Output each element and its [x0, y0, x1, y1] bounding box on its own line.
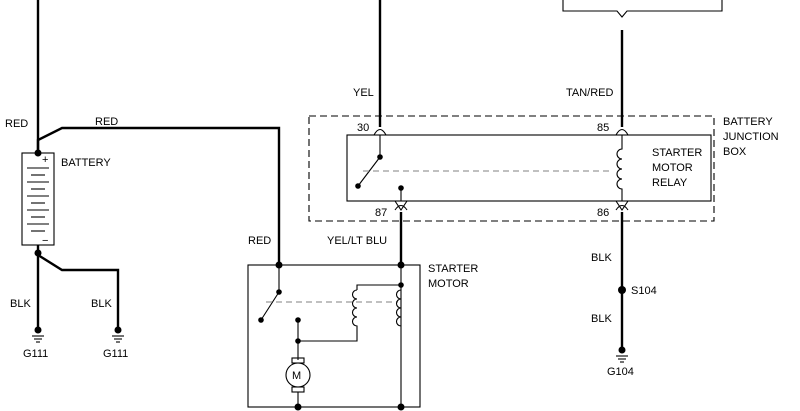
label-ground-g111-left: G111 [23, 348, 48, 360]
label-pin-30: 30 [357, 122, 369, 134]
label-splice-s104: S104 [631, 285, 657, 297]
label-wire-blk-pin86: BLK [591, 252, 612, 264]
label-wire-blk-g111-left: BLK [10, 298, 31, 310]
connector-pin87 [394, 200, 408, 211]
starter-hold-coil [298, 289, 358, 342]
starter-motor-box [247, 264, 421, 408]
ground-g104-icon [616, 346, 628, 363]
battery-label: BATTERY [61, 157, 111, 169]
relay-coil-symbol [616, 135, 623, 201]
starter-dot-bottom-right [397, 403, 405, 411]
starter-pull-coil [395, 289, 402, 327]
label-relay-line3: RELAY [652, 177, 688, 189]
wire-battery-to-starter [36, 126, 281, 265]
splice-s104-dot [618, 286, 626, 294]
starter-dot-bottom-left [294, 403, 302, 411]
label-starter-motor-line1: STARTER [428, 263, 478, 275]
wire-ground-branch [37, 253, 120, 330]
starter-wire-coils [356, 284, 401, 290]
label-pin-87: 87 [375, 207, 387, 219]
label-starter-motor-line2: MOTOR [428, 278, 469, 290]
starter-switch-blade [260, 291, 280, 321]
motor-brush-bottom [291, 386, 305, 393]
battery-plus-sign: + [42, 154, 48, 166]
label-relay-line2: MOTOR [652, 162, 693, 174]
label-wire-yel-lt-blu: YEL/LT BLU [327, 235, 387, 247]
label-wire-blk-ground: BLK [591, 313, 612, 325]
starter-contact-dot-bottom [258, 317, 264, 323]
label-relay-line1: STARTER [652, 147, 702, 159]
starter-motor-relay-box [346, 134, 712, 202]
connector-pin86-female [615, 204, 629, 211]
connector-bracket [562, 0, 723, 18]
label-wire-blk-g111-right: BLK [91, 298, 112, 310]
label-wire-yel: YEL [353, 87, 374, 99]
label-junction-box-line3: BOX [723, 146, 747, 158]
label-wire-tan-red: TAN/RED [566, 87, 614, 99]
connector-pin85 [615, 128, 629, 136]
battery-symbol [21, 152, 55, 246]
relay-contact-dot-bottom [355, 183, 361, 189]
battery-junction-box [308, 115, 715, 222]
label-junction-box-line2: JUNCTION [723, 131, 779, 143]
label-pin-86: 86 [597, 207, 609, 219]
ground-g111-left-icon [32, 326, 44, 343]
motor-symbol-letter: M [292, 370, 301, 382]
label-ground-g111-right: G111 [103, 348, 128, 360]
connector-pin86 [615, 200, 629, 211]
label-wire-red-starter: RED [248, 235, 271, 247]
label-wire-red-top: RED [95, 116, 118, 128]
label-pin-85: 85 [597, 122, 609, 134]
connector-pin87-female [394, 204, 408, 211]
connector-pin30 [373, 128, 387, 136]
label-wire-red-battery: RED [5, 118, 28, 130]
battery-minus-sign: − [42, 235, 48, 247]
ground-g111-right-icon [112, 326, 124, 343]
label-ground-g104: G104 [607, 366, 634, 378]
junction-dot-battery-minus [34, 249, 42, 257]
label-junction-box-line1: BATTERY [723, 116, 773, 128]
